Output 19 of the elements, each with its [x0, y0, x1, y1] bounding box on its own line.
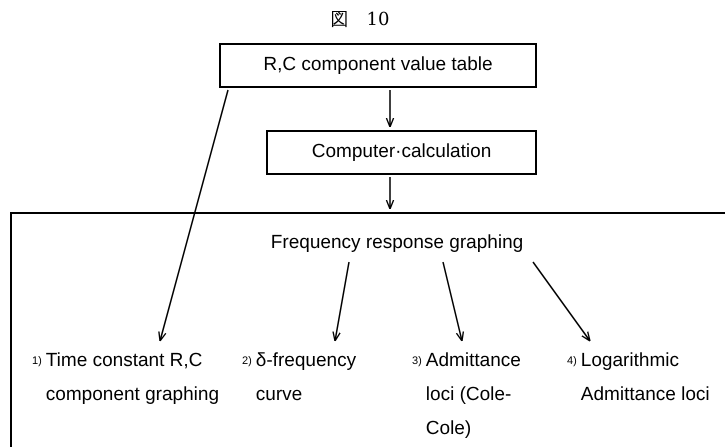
item-number: 1)	[32, 354, 42, 369]
arrow	[386, 90, 394, 128]
item-text: Admittance loci (Cole-Cole)	[426, 349, 522, 441]
item-text: Time constant R,C component graphing	[46, 349, 220, 407]
item-number: 2)	[242, 354, 252, 369]
arrow	[332, 262, 350, 342]
heading-text: Frequency response graphing	[227, 226, 567, 260]
item-number: 3)	[412, 354, 422, 369]
arrow	[386, 177, 394, 210]
item-text: δ-frequency curve	[256, 349, 358, 407]
group-panel	[10, 212, 725, 447]
arrow	[442, 262, 464, 342]
item-number: 4)	[567, 354, 577, 369]
arrow	[158, 90, 229, 342]
arrow	[532, 262, 591, 342]
item-text: Logarithmic Admittance loci	[580, 349, 711, 407]
process-box: R,C component value table	[219, 43, 537, 88]
figure-title: 図 10	[330, 8, 390, 32]
process-box: Computer·calculation	[266, 130, 537, 175]
